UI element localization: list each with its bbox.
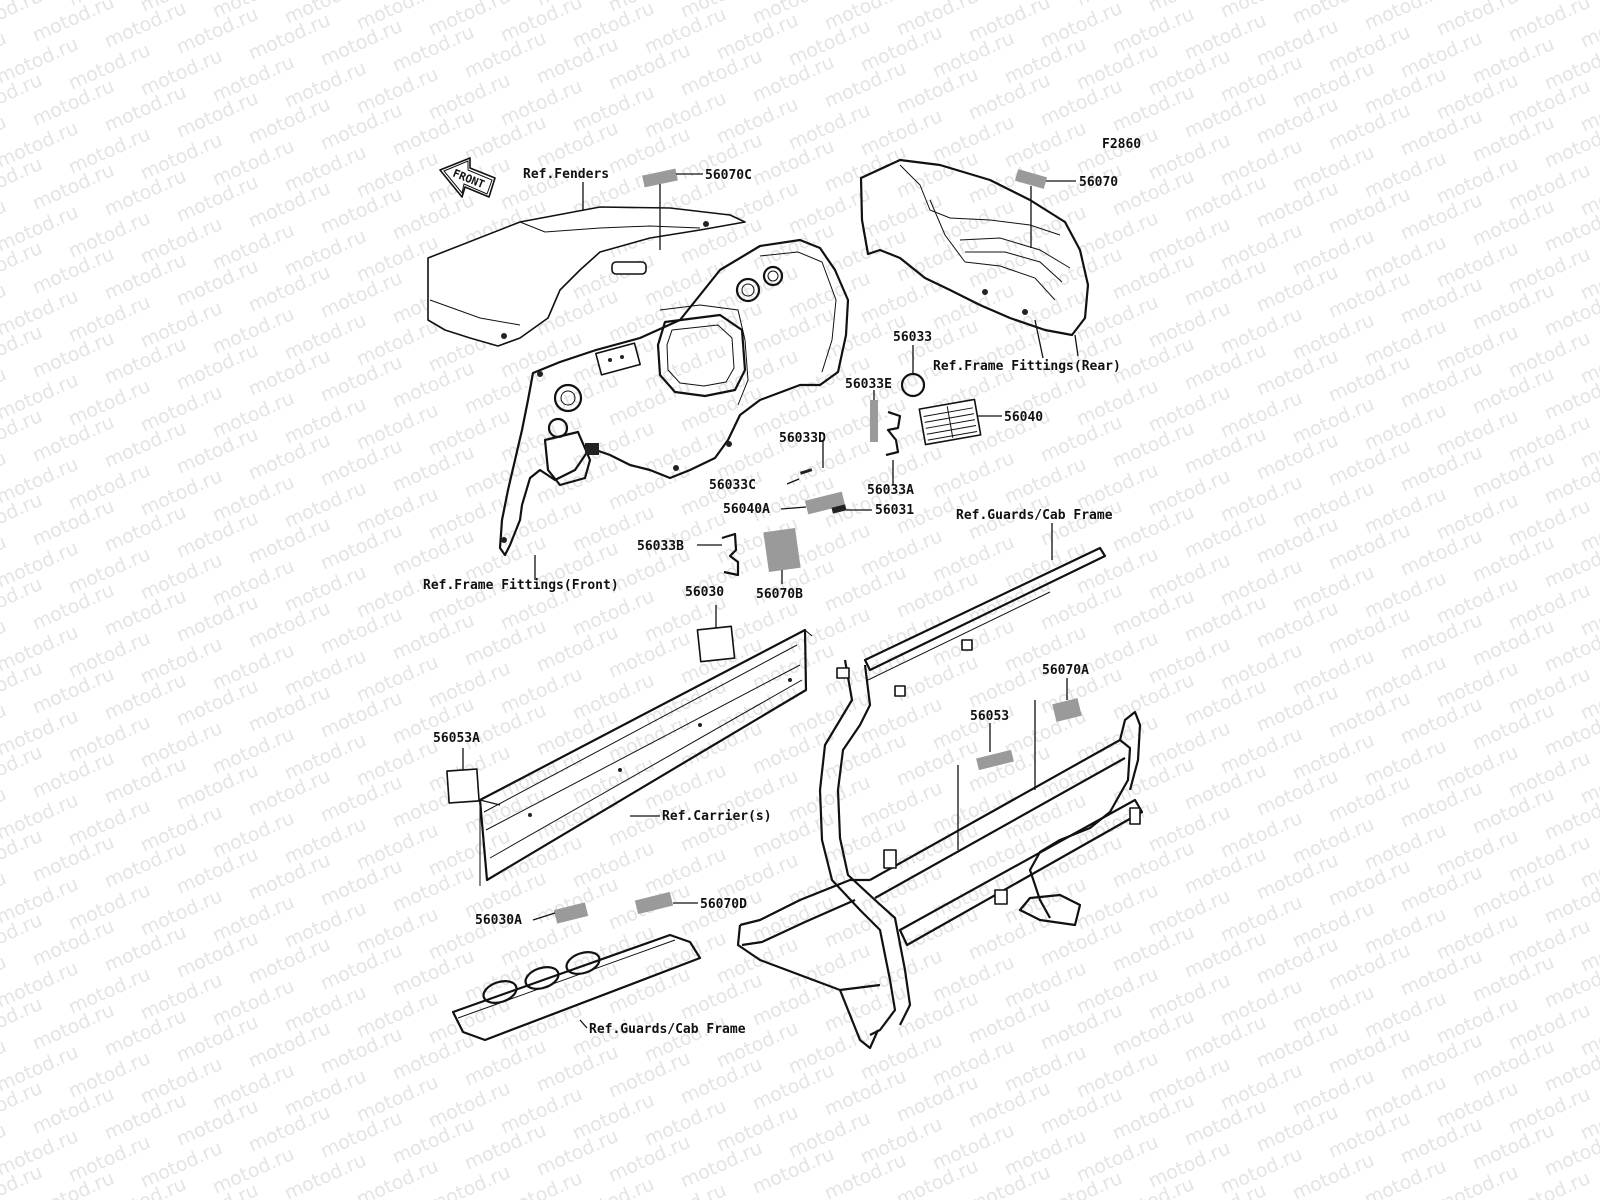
ref-carrier-label: Ref.Carrier(s)	[662, 809, 772, 824]
part-56070A-label: 56070A	[1042, 663, 1089, 678]
part-56033A-label: 56033A	[867, 483, 914, 498]
part-56033E-label: 56033E	[845, 377, 892, 392]
carrier-panel	[478, 628, 813, 886]
ref-guards-top-label: Ref.Guards/Cab Frame	[956, 508, 1113, 523]
part-56070B-label: 56070B	[756, 587, 803, 602]
ref-fenders-label: Ref.Fenders	[523, 167, 609, 182]
ref-frame-front-label: Ref.Frame Fittings(Front)	[423, 578, 619, 593]
part-56070-label: 56070	[1079, 175, 1118, 190]
part-56033B-label: 56033B	[637, 539, 684, 554]
decal-parts	[446, 168, 1082, 924]
part-56070C-label: 56070C	[705, 168, 752, 183]
skid-plate	[451, 933, 702, 1042]
part-56030A-label: 56030A	[475, 913, 522, 928]
part-56033C-label: 56033C	[709, 478, 756, 493]
dash-panel	[498, 238, 850, 557]
part-56070D-label: 56070D	[700, 897, 747, 912]
ref-frame-rear-label: Ref.Frame Fittings(Rear)	[933, 359, 1121, 374]
part-56031-label: 56031	[875, 503, 914, 518]
part-56040A-label: 56040A	[723, 502, 770, 517]
cab-frame	[736, 546, 1144, 1050]
part-56040-label: 56040	[1004, 410, 1043, 425]
part-56033-label: 56033	[893, 330, 932, 345]
fender-panel	[427, 206, 746, 347]
front-direction-arrow-icon: FRONT	[439, 157, 496, 198]
ref-guards-bottom-label: Ref.Guards/Cab Frame	[589, 1022, 746, 1037]
part-56033D-label: 56033D	[779, 431, 826, 446]
part-56030-label: 56030	[685, 585, 724, 600]
rear-fender	[859, 158, 1090, 337]
leader-lines	[462, 173, 1079, 1029]
part-56053-label: 56053	[970, 709, 1009, 724]
figure-code: F2860	[1102, 137, 1141, 152]
part-labels: F2860 Ref.Fenders 56070C 56070 Ref.Frame…	[423, 137, 1141, 1037]
part-56053A-label: 56053A	[433, 731, 480, 746]
